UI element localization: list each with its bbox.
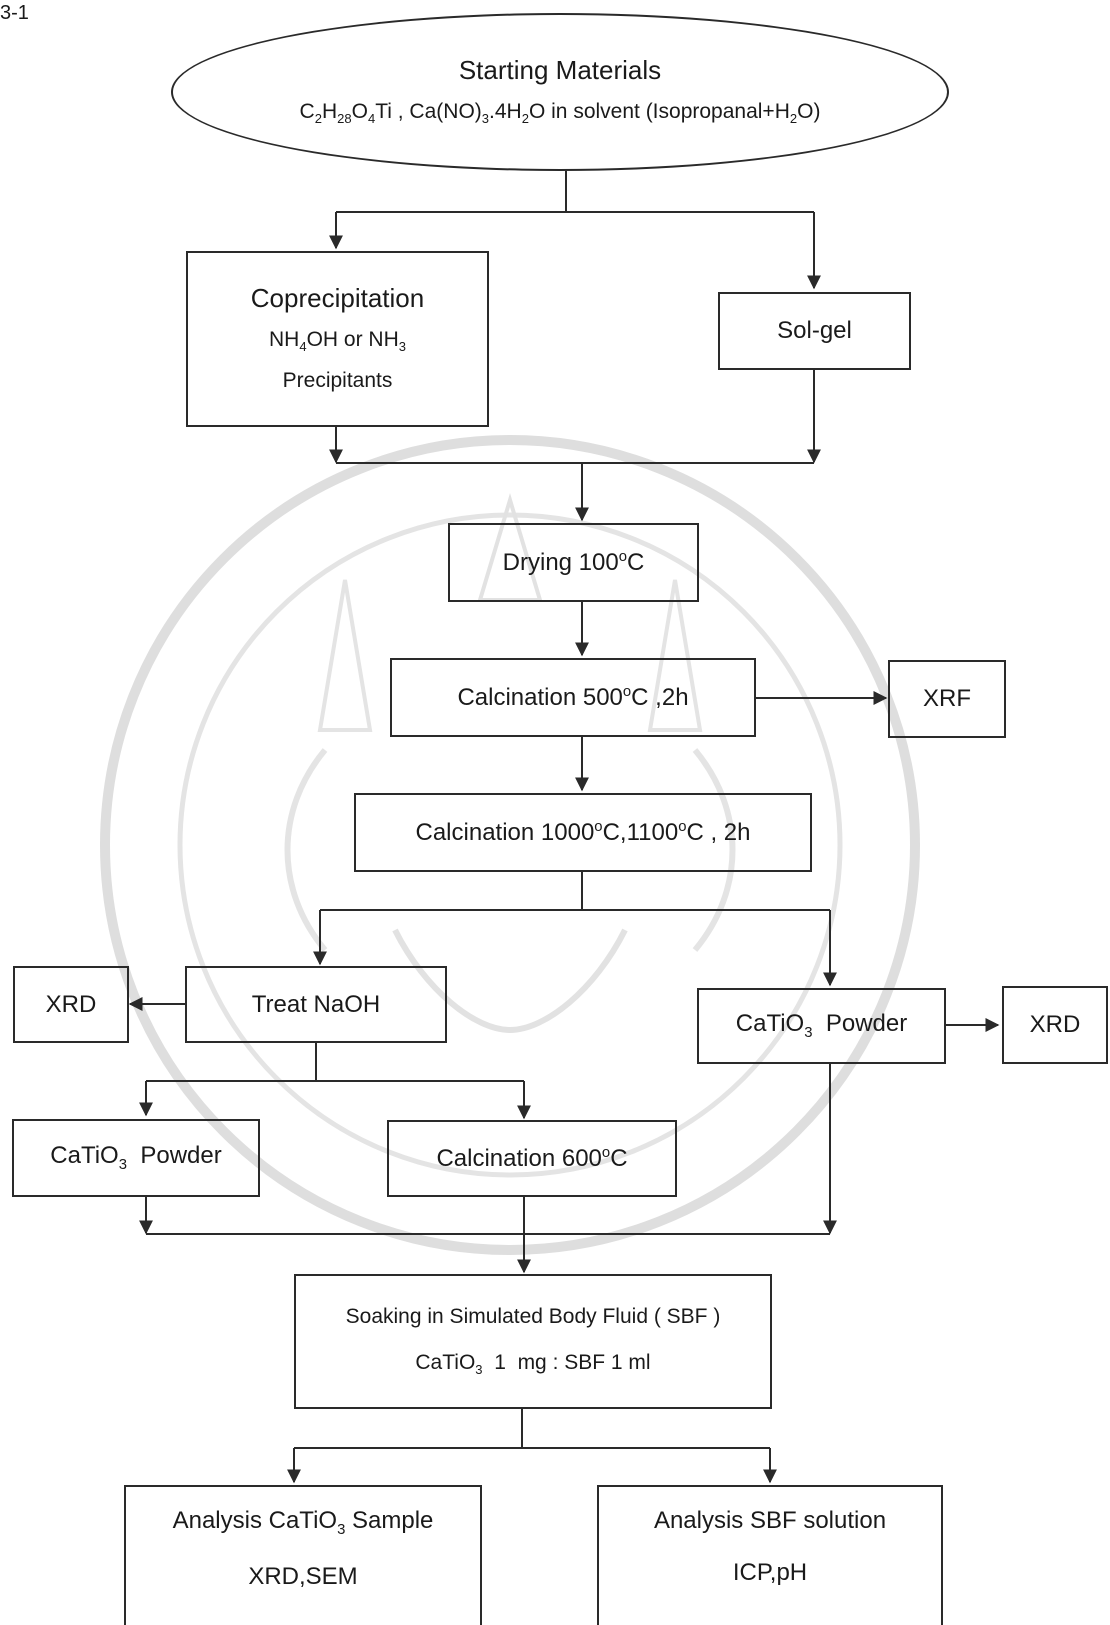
coprecipitation-node: Coprecipitation NH4OH or NH3 Precipitant… <box>186 251 489 427</box>
xrd-left-label: XRD <box>45 990 97 1018</box>
drying-label: Drying 100oC <box>502 548 645 576</box>
calcination-500-label: Calcination 500oC ,2h <box>457 683 689 711</box>
starting-materials-formula: C2H28O4Ti , Ca(NO)3.4H2O in solvent (Iso… <box>299 100 821 127</box>
analysis-sample-node: Analysis CaTiO3 Sample XRD,SEM <box>124 1485 482 1625</box>
powder-left-label: CaTiO3 Powder <box>50 1142 222 1173</box>
analysis-sbf-node: Analysis SBF solution ICP,pH <box>597 1485 943 1625</box>
xrd-right-label: XRD <box>1029 1011 1081 1039</box>
coprecipitation-note: Precipitants <box>282 369 393 393</box>
powder-right-node: CaTiO3 Powder <box>697 988 946 1064</box>
starting-materials-node: Starting Materials C2H28O4Ti , Ca(NO)3.4… <box>171 13 949 171</box>
treat-naoh-label: Treat NaOH <box>251 990 381 1018</box>
powder-right-label: CaTiO3 Powder <box>735 1010 908 1041</box>
xrd-left-node: XRD <box>13 966 129 1043</box>
soaking-line1: Soaking in Simulated Body Fluid ( SBF ) <box>345 1304 721 1328</box>
soaking-sbf-node: Soaking in Simulated Body Fluid ( SBF ) … <box>294 1274 772 1409</box>
starting-materials-title: Starting Materials <box>458 55 662 86</box>
treat-naoh-node: Treat NaOH <box>185 966 447 1043</box>
coprecipitation-reagent: NH4OH or NH3 <box>268 328 407 355</box>
analysis-sbf-line2: ICP,pH <box>732 1558 808 1586</box>
coprecipitation-title: Coprecipitation <box>250 283 425 314</box>
powder-left-node: CaTiO3 Powder <box>12 1119 260 1197</box>
soaking-line2: CaTiO3 1 mg : SBF 1 ml <box>415 1351 651 1378</box>
xrd-right-node: XRD <box>1002 986 1108 1064</box>
corner-label: 3-1 <box>0 2 29 24</box>
calcination-1000-node: Calcination 1000oC,1100oC , 2h <box>354 793 812 872</box>
analysis-sample-line1: Analysis CaTiO3 Sample <box>172 1507 434 1538</box>
drying-node: Drying 100oC <box>448 523 699 602</box>
xrf-label: XRF <box>923 685 971 713</box>
calcination-600-node: Calcination 600oC <box>387 1120 677 1197</box>
analysis-sbf-line1: Analysis SBF solution <box>653 1507 887 1534</box>
calcination-500-node: Calcination 500oC ,2h <box>390 658 756 737</box>
solgel-node: Sol-gel <box>718 292 911 370</box>
calcination-600-label: Calcination 600oC <box>436 1144 628 1172</box>
xrf-node: XRF <box>888 660 1006 738</box>
analysis-sample-line2: XRD,SEM <box>248 1562 358 1590</box>
calcination-1000-label: Calcination 1000oC,1100oC , 2h <box>415 818 751 846</box>
solgel-label: Sol-gel <box>777 317 852 345</box>
